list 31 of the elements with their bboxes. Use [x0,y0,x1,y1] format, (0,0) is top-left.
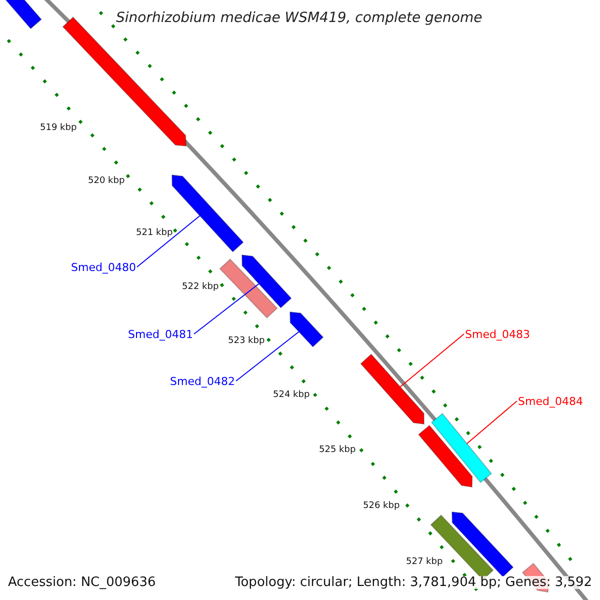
map-title: Sinorhizobium medicae WSM419, complete genome [116,11,482,25]
scale-label: 527 kbp [406,558,443,566]
leader-line [236,331,300,382]
gene-feature [430,412,492,484]
scale-label: 523 kbp [228,336,265,346]
gene-label: Smed_0484 [518,396,583,406]
gene-label: Smed_0480 [71,262,136,272]
gene-feature [171,174,244,252]
gene-feature [451,511,514,578]
scale-label: 524 kbp [273,390,310,400]
leader-line [400,334,464,388]
leader-line [194,283,260,334]
scale-label: 526 kbp [363,502,400,510]
gene-feature [360,354,424,425]
scale-label: 525 kbp [319,446,356,454]
scale-label: 520 kbp [88,176,125,186]
gene-feature [241,254,292,308]
leader-line [136,215,200,268]
accession-text: Accession: NC_009636 [8,576,156,588]
gene-label: Smed_0483 [465,328,530,340]
gene-feature [4,0,42,30]
scale-label: 522 kbp [182,282,219,292]
leader-line [466,400,518,444]
gene-label: Smed_0482 [170,376,235,386]
scale-label: 521 kbp [136,228,173,238]
scale-label: 519 kbp [40,124,77,132]
gene-label: Smed_0481 [128,328,193,340]
gene-feature [418,424,473,488]
gene-feature [219,258,278,318]
genome-info-text: Topology: circular; Length: 3,781,904 bp; Genes: 3,592 [235,576,592,588]
gene-feature [289,311,324,348]
